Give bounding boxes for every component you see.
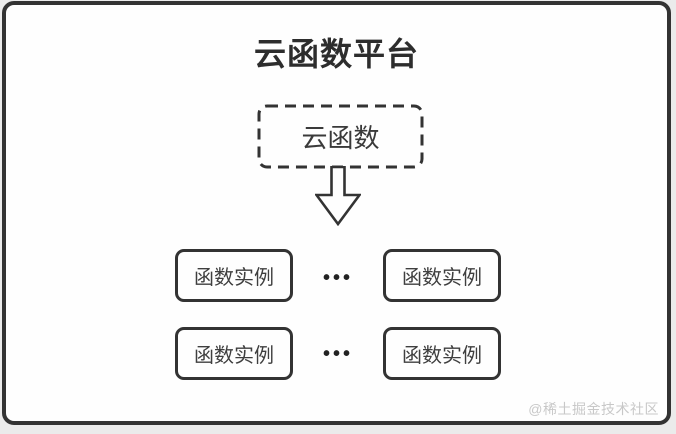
function-instance-node: 函数实例	[175, 249, 293, 302]
function-instance-label: 函数实例	[194, 345, 274, 367]
ellipsis-dots: •••	[322, 267, 353, 289]
function-instance-node: 函数实例	[175, 327, 293, 380]
function-instance-label: 函数实例	[402, 267, 482, 289]
ellipsis-dots: •••	[322, 343, 353, 365]
cloud-function-label: 云函数	[301, 123, 380, 153]
diagram-title: 云函数平台	[253, 36, 419, 72]
function-instance-label: 函数实例	[402, 345, 482, 367]
diagram-frame: 云函数平台 云函数 函数实例 ••• 函数实例 函数实例 ••• 函数实例 @稀…	[2, 1, 671, 425]
down-arrow-icon	[315, 166, 361, 226]
function-instance-node: 函数实例	[383, 249, 501, 302]
watermark: @稀土掘金技术社区	[528, 401, 659, 417]
cloud-function-node: 云函数	[257, 104, 424, 169]
function-instance-node: 函数实例	[383, 327, 501, 380]
function-instance-label: 函数实例	[194, 267, 274, 289]
